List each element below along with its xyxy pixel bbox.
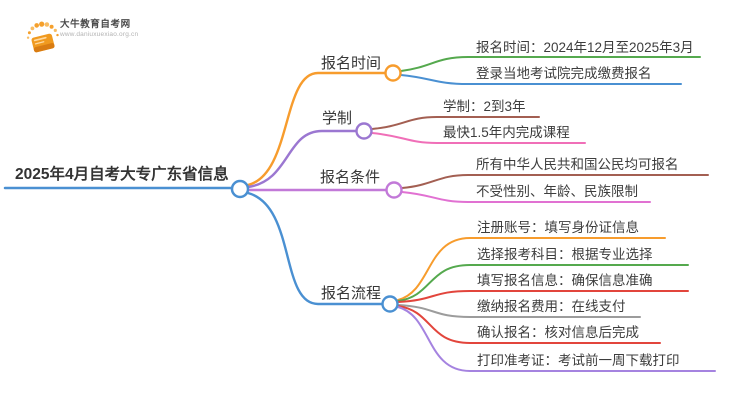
branch-line-signup-process <box>246 191 384 306</box>
logo-site-name: 大牛教育自考网 <box>60 19 131 30</box>
logo-book-sun-icon <box>26 21 59 53</box>
child-line-signup-process-3 <box>397 290 689 303</box>
child-line-signup-process-4 <box>397 304 641 318</box>
child-label-signup-process-4: 缴纳报名费用：在线支付 <box>477 299 626 314</box>
child-label-signup-conditions-1: 所有中华人民共和国公民均可报名 <box>476 157 679 172</box>
child-line-signup-process-6 <box>397 306 716 372</box>
site-logo: 大牛教育自考网 www.daniuxuexiao.org.cn <box>25 12 205 54</box>
child-label-signup-process-5: 确认报名：核对信息后完成 <box>477 325 639 340</box>
child-line-signup-process-5 <box>397 305 661 344</box>
child-line-signup-conditions-2 <box>401 191 651 203</box>
child-label-signup-time-1: 报名时间：2024年12月至2025年3月 <box>476 40 694 55</box>
child-label-signup-process-3: 填写报名信息：确保信息准确 <box>477 273 653 288</box>
child-label-signup-process-2: 选择报考科目：根据专业选择 <box>477 247 653 262</box>
branch-node-signup-process <box>381 295 399 313</box>
branch-label-signup-time: 报名时间 <box>321 55 382 72</box>
branch-label-signup-process: 报名流程 <box>321 285 382 302</box>
child-line-signup-process-1 <box>397 237 666 301</box>
child-line-study-length-2 <box>371 132 586 144</box>
child-line-study-length-1 <box>371 116 540 130</box>
child-label-signup-time-2: 登录当地考试院完成缴费报名 <box>476 66 652 81</box>
child-label-signup-conditions-2: 不受性别、年龄、民族限制 <box>476 184 638 199</box>
root-node-circle <box>230 179 250 199</box>
branch-node-signup-time <box>384 64 402 82</box>
child-label-study-length-2: 最快1.5年内完成课程 <box>443 125 570 140</box>
branch-line-signup-time <box>246 71 387 187</box>
logo-site-url: www.daniuxuexiao.org.cn <box>60 31 139 38</box>
child-line-signup-conditions-1 <box>401 174 709 189</box>
child-line-signup-process-2 <box>397 264 689 302</box>
child-label-study-length-1: 学制：2到3年 <box>443 99 526 114</box>
branch-node-study-length <box>355 122 373 140</box>
child-line-signup-time-1 <box>400 56 701 72</box>
root-topic-label: 2025年4月自考大专广东省信息 <box>15 166 229 183</box>
child-label-signup-process-1: 注册账号：填写身份证信息 <box>477 220 639 235</box>
branch-label-signup-conditions: 报名条件 <box>320 169 381 186</box>
child-line-signup-time-2 <box>400 74 682 85</box>
branch-line-study-length <box>246 129 358 189</box>
branch-label-study-length: 学制 <box>322 110 353 127</box>
child-label-signup-process-6: 打印准考证：考试前一周下载打印 <box>477 353 680 368</box>
branch-node-signup-conditions <box>385 181 403 199</box>
